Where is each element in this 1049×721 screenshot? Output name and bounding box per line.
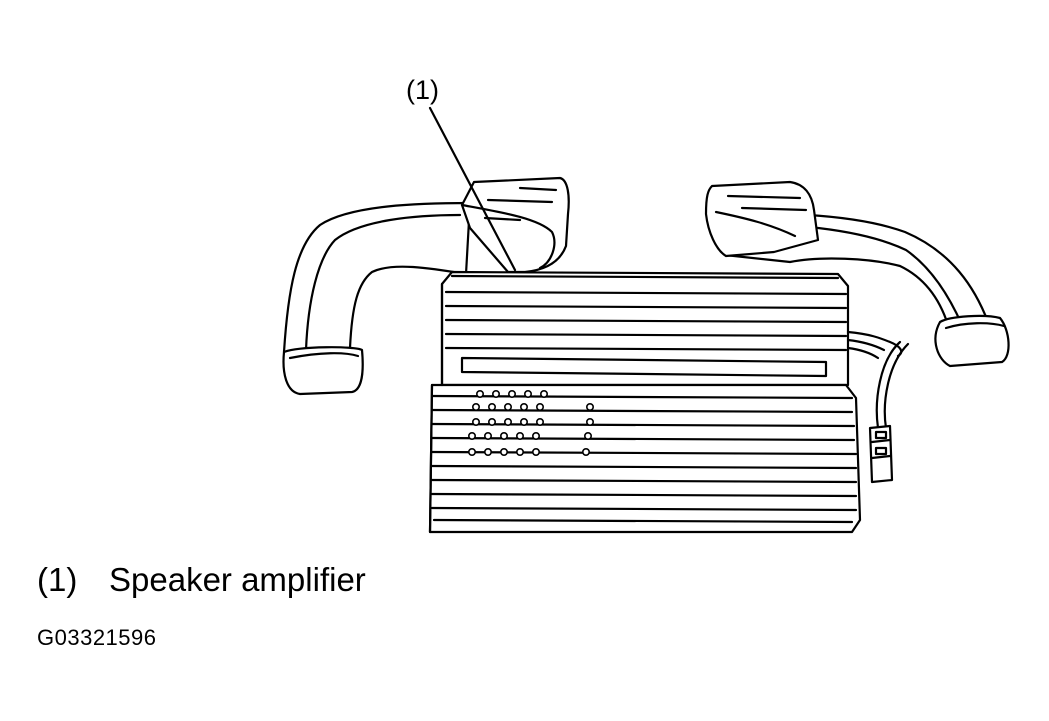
callout-number-1: (1) — [406, 75, 439, 105]
legend-item-speaker-amplifier: (1) Speaker amplifier — [37, 560, 366, 600]
left-air-duct — [282, 176, 570, 396]
callout-leader-line — [428, 106, 517, 272]
wire-harness-connector — [846, 330, 910, 484]
amplifier-housing — [428, 270, 862, 534]
figure-code: G03321596 — [37, 625, 157, 650]
legend-item-label: Speaker amplifier — [109, 561, 366, 598]
legend-item-number: (1) — [37, 561, 78, 598]
mounting-holes — [467, 389, 594, 456]
right-air-duct — [704, 180, 1010, 368]
legend: (1) Speaker amplifier — [37, 560, 366, 600]
